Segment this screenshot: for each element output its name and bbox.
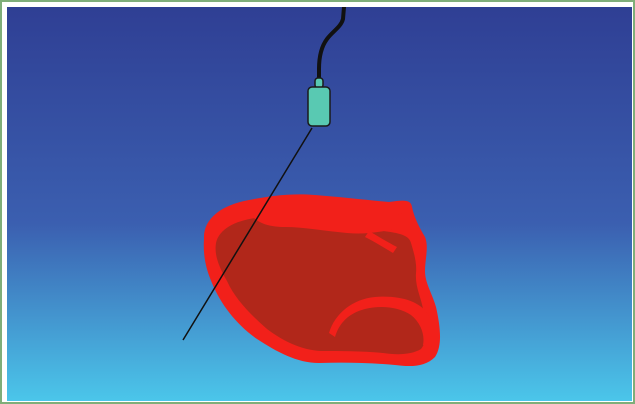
- illustration-svg: [7, 7, 632, 401]
- illustration-scene: [7, 7, 632, 401]
- ultrasound-probe-icon: [308, 87, 330, 126]
